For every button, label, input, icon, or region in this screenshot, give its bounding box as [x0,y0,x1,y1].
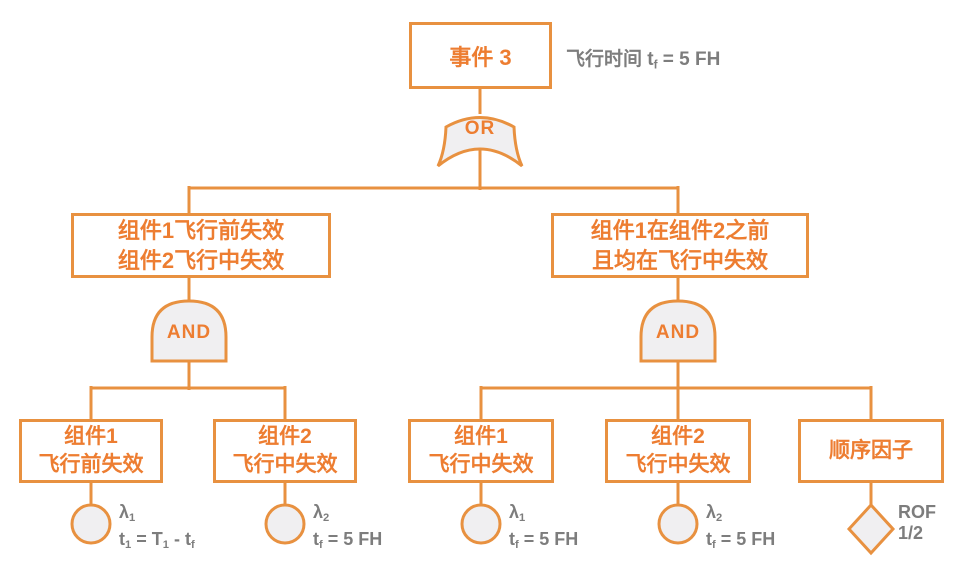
rof-value: 1/2 [898,523,924,543]
basic-event-label-1: λ1 t1 = T1 - tf [119,502,195,556]
leaf-box-component1-inflight: 组件1 飞行中失效 [408,419,554,483]
leaf-box-component2-inflight: 组件2 飞行中失效 [213,419,357,483]
exposure-time: tf = 5 FH [313,529,383,552]
leaf-line2: 飞行中失效 [625,453,731,476]
branch-left-line2: 组件2飞行中失效 [117,247,285,273]
leaf-line1: 组件1 [454,425,508,448]
basic-event-circle-2 [264,503,306,545]
sequence-diamond-shape [846,502,896,556]
top-event-label: 事件 3 [449,44,512,70]
basic-event-circle-3 [460,503,502,545]
branch-right-line1: 组件1在组件2之前 [590,217,770,243]
branch-left-line1: 组件1飞行前失效 [117,217,285,243]
leaf-box-component2-inflight-2: 组件2 飞行中失效 [605,419,751,483]
leaf-line1: 组件1 [64,425,118,448]
basic-event-circle-1 [70,503,112,545]
and-gate-left-label: AND [166,322,212,343]
leaf-line2: 飞行前失效 [38,453,144,476]
basic-event-label-4: λ2 tf = 5 FH [706,502,775,556]
and-gate-right-shape [639,299,717,363]
branch-box-right: 组件1在组件2之前 且均在飞行中失效 [551,213,809,278]
top-event-box: 事件 3 [409,22,552,89]
rof-label: ROF [898,502,936,522]
or-gate-label: OR [464,118,496,139]
exposure-time: tf = 5 FH [509,529,579,552]
or-gate-shape [436,116,524,168]
and-gate-left-shape [150,299,228,363]
leaf-line1: 组件2 [651,425,705,448]
exposure-time: t1 = T1 - tf [119,529,195,552]
leaf-line1: 顺序因子 [829,439,913,462]
sequence-event-label: ROF 1/2 [898,502,936,544]
leaf-line2: 飞行中失效 [428,453,534,476]
and-gate-right-label: AND [655,322,701,343]
connector-lines [89,86,873,507]
leaf-line1: 组件2 [258,425,312,448]
flight-time-note: 飞行时间 tf = 5 FH [566,49,721,72]
failure-rate: λ1 [509,502,526,525]
leaf-line2: 飞行中失效 [232,453,338,476]
failure-rate: λ1 [119,502,136,525]
branch-box-left: 组件1飞行前失效 组件2飞行中失效 [71,213,331,278]
branch-right-line2: 且均在飞行中失效 [591,247,768,273]
failure-rate: λ2 [706,502,723,525]
basic-event-circle-4 [657,503,699,545]
exposure-time: tf = 5 FH [706,529,776,552]
basic-event-label-3: λ1 tf = 5 FH [509,502,578,556]
leaf-box-component1-preflight: 组件1 飞行前失效 [19,419,163,483]
failure-rate: λ2 [313,502,330,525]
basic-event-label-2: λ2 tf = 5 FH [313,502,382,556]
leaf-box-sequence-factor: 顺序因子 [798,419,944,483]
